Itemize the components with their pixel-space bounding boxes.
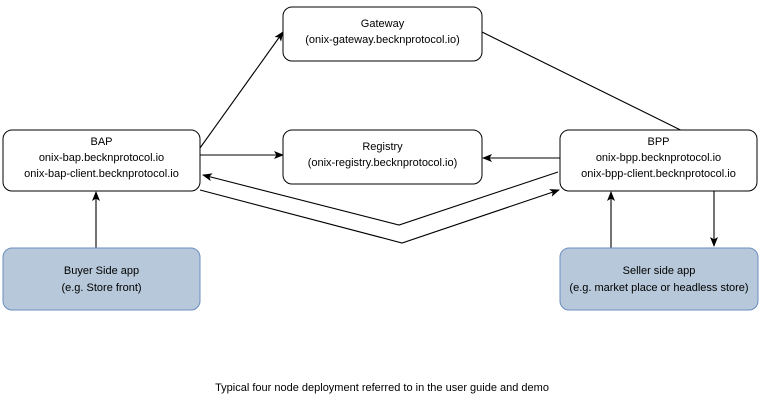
node-bap[interactable]: BAP onix-bap.becknprotocol.io onix-bap-c… [2, 129, 201, 192]
node-bap-line-1: BAP [90, 136, 112, 148]
node-registry-line-2: (onix-registry.becknprotocol.io) [308, 157, 458, 169]
node-seller-app[interactable]: Seller side app (e.g. market place or he… [559, 247, 759, 311]
node-bpp[interactable]: BPP onix-bpp.becknprotocol.io onix-bpp-c… [559, 129, 758, 192]
node-buyer-app-shape [2, 247, 201, 311]
edge-bap-to-gateway [199, 31, 284, 149]
node-gateway-line-1: Gateway [361, 18, 405, 30]
node-seller-app-line-1: Seller side app [623, 265, 696, 277]
node-buyer-app-line-2: (e.g. Store front) [61, 282, 141, 294]
node-bap-line-3: onix-bap-client.becknprotocol.io [24, 168, 179, 180]
node-bpp-line-1: BPP [647, 136, 669, 148]
edge-bpp-to-bap [202, 171, 559, 226]
node-seller-app-shape [559, 247, 759, 311]
edge-bap-to-bpp [199, 189, 560, 244]
node-buyer-app-line-1: Buyer Side app [64, 265, 139, 277]
node-gateway-shape [282, 6, 483, 62]
node-seller-app-line-2: (e.g. market place or headless store) [569, 282, 748, 294]
diagram-caption: Typical four node deployment referred to… [215, 382, 549, 394]
node-bpp-shape [559, 129, 758, 192]
node-bpp-line-3: onix-bpp-client.becknprotocol.io [581, 168, 736, 180]
node-registry-line-1: Registry [362, 141, 403, 153]
node-registry-shape [282, 129, 483, 185]
node-gateway[interactable]: Gateway (onix-gateway.becknprotocol.io) [282, 6, 483, 62]
node-registry[interactable]: Registry (onix-registry.becknprotocol.io… [282, 129, 483, 185]
node-bpp-line-2: onix-bpp.becknprotocol.io [596, 152, 721, 164]
node-bap-line-2: onix-bap.becknprotocol.io [39, 152, 164, 164]
node-buyer-app[interactable]: Buyer Side app (e.g. Store front) [2, 247, 201, 311]
edge-gateway-to-bpp [481, 31, 718, 149]
node-bap-shape [2, 129, 201, 192]
node-gateway-line-2: (onix-gateway.becknprotocol.io) [305, 34, 459, 46]
